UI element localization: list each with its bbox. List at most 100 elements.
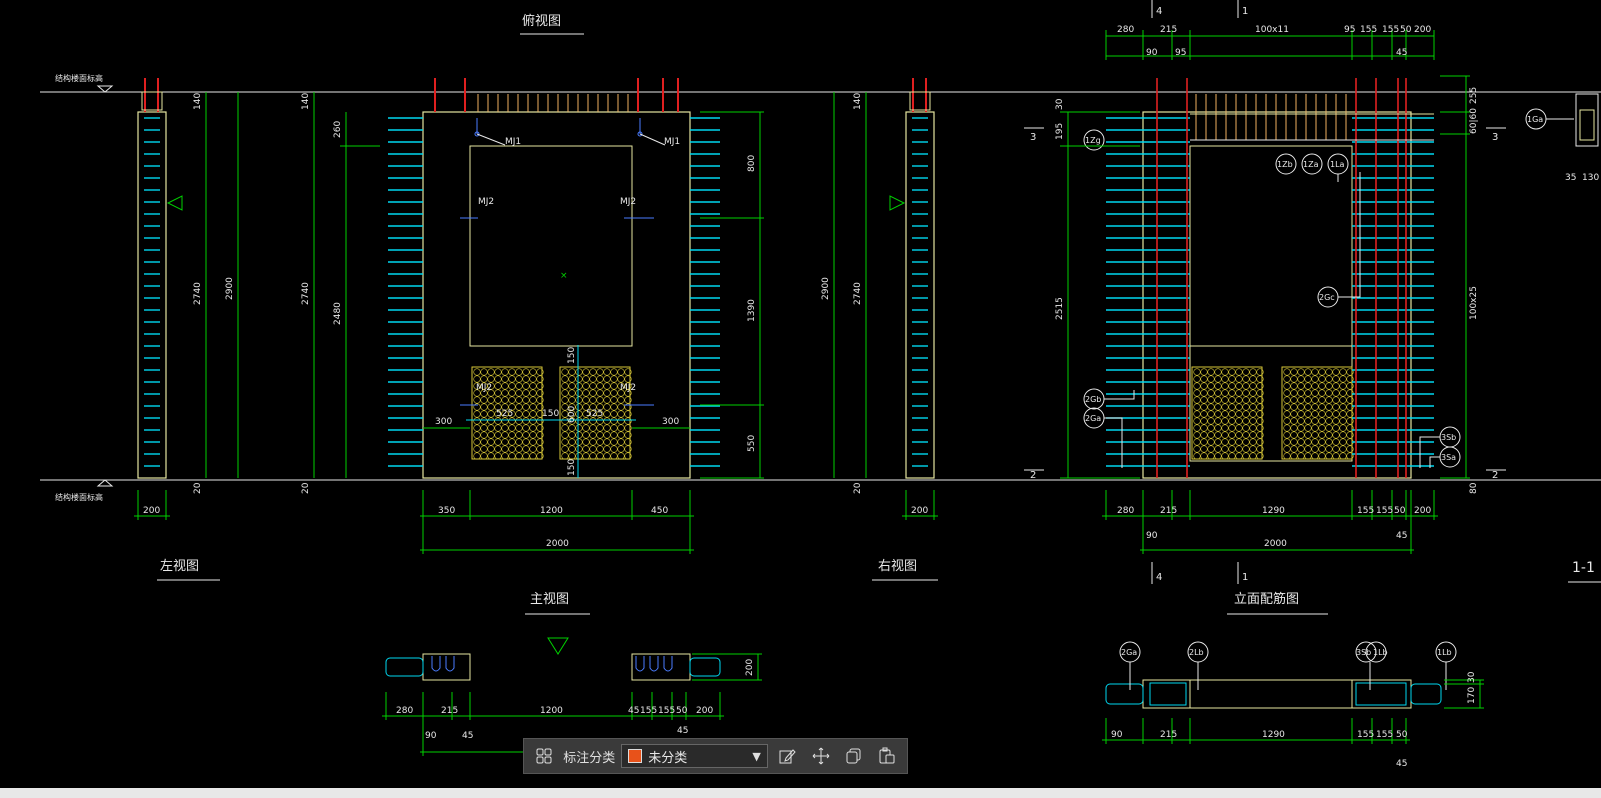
level-bottom-label: 结构楼面标高 xyxy=(55,492,103,502)
rb-dim-45: 45 xyxy=(1396,531,1407,541)
callout-1Zg: 1Zg xyxy=(1085,136,1101,145)
r-dim-45: 45 xyxy=(1396,48,1407,58)
r-dim-215: 215 xyxy=(1160,25,1177,35)
front-dim-260: 260 xyxy=(333,121,343,138)
top-view-title: 俯视图 xyxy=(522,13,561,29)
right-dim-140: 140 xyxy=(853,93,863,110)
copy-icon[interactable] xyxy=(840,742,867,770)
front-dim-150t: 150 xyxy=(567,347,577,364)
front-dim-150m: 150 xyxy=(542,409,559,419)
rb-dim-50: 50 xyxy=(1394,506,1406,516)
category-selected-value: 未分类 xyxy=(648,750,688,766)
r-dim-80: 80 xyxy=(1469,482,1479,494)
r-dim-100x11: 100x11 xyxy=(1255,25,1289,35)
move-icon[interactable] xyxy=(807,742,834,770)
plan-dim-90: 90 xyxy=(425,731,437,741)
plan-dim-45b: 45 xyxy=(462,731,473,741)
plan-dim-50: 50 xyxy=(676,706,688,716)
front-dim-2000: 2000 xyxy=(546,539,569,549)
grid-icon[interactable] xyxy=(530,742,557,770)
front-dim-2480: 2480 xyxy=(333,302,343,325)
r-dim-90: 90 xyxy=(1146,48,1158,58)
r-dim-60: 60|60 xyxy=(1469,108,1479,134)
rb-dim-215: 215 xyxy=(1160,506,1177,516)
front-dim-140: 140 xyxy=(301,93,311,110)
front-plan: 200 280 215 1200 45 155 155 50 200 90 45… xyxy=(382,637,762,756)
r-dim-255: 255 xyxy=(1469,87,1479,104)
sec-2a: 2 xyxy=(1030,470,1036,481)
left-view: 140 2740 2900 20 200 左视图 xyxy=(134,78,239,581)
callout-3Sb: 3Sb xyxy=(1441,433,1456,442)
sec-3b: 3 xyxy=(1492,132,1498,143)
mj1-right: MJ1 xyxy=(664,137,680,147)
left-dim-2740: 2740 xyxy=(193,282,203,305)
right-dim-2900: 2900 xyxy=(821,277,831,300)
front-dim-800: 800 xyxy=(747,155,757,172)
plan-dim-215: 215 xyxy=(441,706,458,716)
plan2-dim-155b: 155 xyxy=(1376,730,1393,740)
plan-dim-155: 155 xyxy=(640,706,657,716)
callout-2Ga: 2Ga xyxy=(1085,414,1101,423)
callout-1Ga: 1Ga xyxy=(1527,115,1543,124)
front-dim-1390: 1390 xyxy=(747,299,757,322)
front-view-title: 主视图 xyxy=(530,592,569,607)
edit-icon[interactable] xyxy=(774,742,801,770)
plan-dim-200: 200 xyxy=(696,706,713,716)
front-dim-150b: 150 xyxy=(567,459,577,476)
callout-2Gc: 2Gc xyxy=(1319,293,1335,302)
right-dim-200: 200 xyxy=(911,506,928,516)
rb-dim-155a: 155 xyxy=(1357,506,1374,516)
plan-dim-h200: 200 xyxy=(745,659,755,676)
rebar-plan: 2Ga 2Lb 3Sb 1Lb 1Lb 30 170 90 215 1290 1… xyxy=(1102,641,1484,769)
right-dim-20: 20 xyxy=(853,482,863,494)
plan2-dim-1290: 1290 xyxy=(1262,730,1285,740)
sec-2b: 2 xyxy=(1492,470,1498,481)
rebar-elevation: 1Zg 1Zb 1Za 1La 2Gc 2Gb 2Ga 3Sb 3Sa 1Ga … xyxy=(1024,0,1601,615)
right-view: 140 2740 2900 20 200 右视图 xyxy=(821,78,938,581)
right-view-title: 右视图 xyxy=(878,559,917,574)
r-dim-155b: 155 xyxy=(1382,25,1399,35)
front-dim-450: 450 xyxy=(651,506,668,516)
plan2-dim-215: 215 xyxy=(1160,730,1177,740)
mj2-a: MJ2 xyxy=(478,197,494,207)
r-dim-50: 50 xyxy=(1400,25,1412,35)
front-dim-350: 350 xyxy=(438,506,455,516)
plan-dim-45c: 45 xyxy=(677,726,688,736)
plan-callout-2Lb: 2Lb xyxy=(1189,648,1204,657)
rb-dim-90: 90 xyxy=(1146,531,1158,541)
annotation-category-select[interactable]: 未分类 ▼ xyxy=(621,744,768,768)
callout-1Zb: 1Zb xyxy=(1277,160,1293,169)
right-dim-2740: 2740 xyxy=(853,282,863,305)
front-dim-300b: 300 xyxy=(662,417,679,427)
front-dim-600: 600 xyxy=(567,406,577,423)
left-dim-20: 20 xyxy=(193,482,203,494)
front-view: MJ1 MJ1 MJ2 MJ2 MJ2 MJ2 × 300 300 525 15… xyxy=(301,78,764,615)
mj2-c: MJ2 xyxy=(476,383,492,393)
rebar-view-title: 立面配筋图 xyxy=(1234,591,1299,607)
callout-2Gb: 2Gb xyxy=(1085,395,1101,404)
mark-4b: 4 xyxy=(1156,572,1162,583)
left-dim-200: 200 xyxy=(143,506,160,516)
mark-4a: 4 xyxy=(1156,6,1162,17)
sec-3a: 3 xyxy=(1030,132,1036,143)
front-dim-300a: 300 xyxy=(435,417,452,427)
left-view-title: 左视图 xyxy=(160,559,199,574)
plan2-dim-155a: 155 xyxy=(1357,730,1374,740)
mark-1a: 1 xyxy=(1242,6,1248,17)
plan-callout-3Sb: 3Sb xyxy=(1356,648,1371,657)
plan2-dim-90: 90 xyxy=(1111,730,1123,740)
r-dim-95: 95 xyxy=(1344,25,1355,35)
plan-dim-280: 280 xyxy=(396,706,413,716)
callout-1Za: 1Za xyxy=(1303,160,1319,169)
annotation-toolbar: 标注分类 未分类 ▼ xyxy=(523,738,908,774)
svg-text:×: × xyxy=(560,271,568,281)
plan-dim-155b: 155 xyxy=(658,706,675,716)
level-top-label: 结构楼面标高 xyxy=(55,73,103,83)
callout-1La: 1La xyxy=(1330,160,1345,169)
front-dim-550: 550 xyxy=(747,435,757,452)
chevron-down-icon: ▼ xyxy=(752,749,761,763)
plan-callout-1Lb: 1Lb xyxy=(1373,648,1388,657)
paste-icon[interactable] xyxy=(874,742,901,770)
r-dim-155: 155 xyxy=(1360,25,1377,35)
